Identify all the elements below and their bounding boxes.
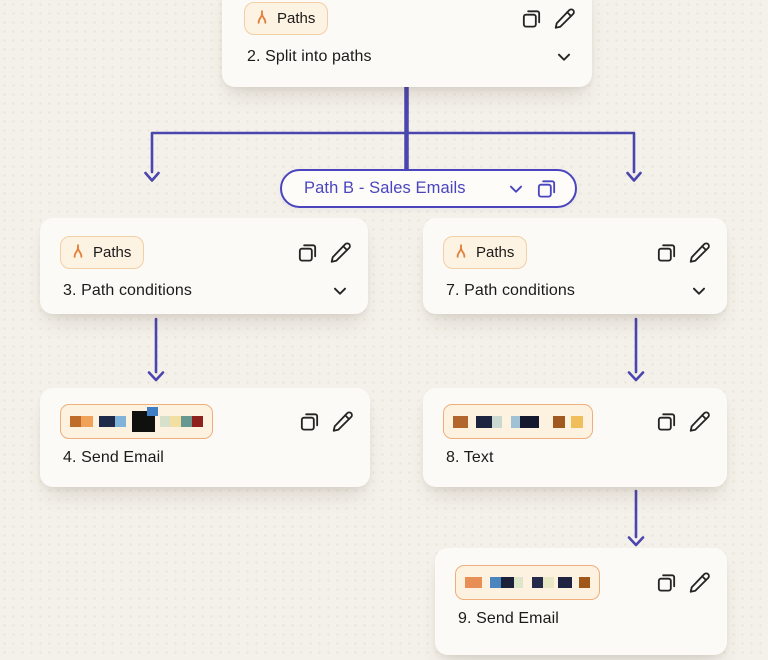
arrowhead-left-branch xyxy=(144,171,160,182)
paths-badge: Paths xyxy=(244,2,329,35)
copy-node-button[interactable] xyxy=(297,410,321,434)
edit-node-button[interactable] xyxy=(330,410,354,434)
node-title: 3. Path conditions xyxy=(63,282,192,299)
collapse-node-button[interactable] xyxy=(552,45,576,69)
pencil-icon xyxy=(688,241,711,264)
text-thumbnail-badge xyxy=(443,404,593,439)
paths-badge: Paths xyxy=(443,236,528,269)
pencil-icon xyxy=(688,571,711,594)
chevron-down-icon xyxy=(329,280,351,302)
paths-split-icon xyxy=(254,9,270,29)
node-title: 8. Text xyxy=(446,449,494,466)
copy-node-button[interactable] xyxy=(654,410,678,434)
edit-node-button[interactable] xyxy=(552,7,576,31)
flow-node-path-conditions-7[interactable]: Paths 7. Path conditions xyxy=(423,218,727,314)
pencil-icon xyxy=(331,410,354,433)
email-thumbnail-badge xyxy=(60,404,213,439)
flow-node-path-conditions-3[interactable]: Paths 3. Path conditions xyxy=(40,218,368,314)
copy-icon xyxy=(298,410,321,433)
copy-icon xyxy=(296,241,319,264)
arrowhead-right-branch xyxy=(626,171,642,182)
copy-node-button[interactable] xyxy=(654,241,678,265)
path-label: Path B - Sales Emails xyxy=(304,179,466,197)
copy-node-button[interactable] xyxy=(654,571,678,595)
email-thumbnail-badge xyxy=(455,565,600,600)
badge-label: Paths xyxy=(277,10,316,27)
collapse-node-button[interactable] xyxy=(328,279,352,303)
flow-node-split-into-paths[interactable]: Paths 2. Split into paths xyxy=(222,0,592,87)
chevron-down-icon xyxy=(688,280,710,302)
copy-icon xyxy=(520,7,543,30)
badge-label: Paths xyxy=(476,244,515,261)
badge-label: Paths xyxy=(93,244,132,261)
collapse-node-button[interactable] xyxy=(687,279,711,303)
path-label-pill[interactable]: Path B - Sales Emails xyxy=(280,169,577,208)
copy-node-button[interactable] xyxy=(295,241,319,265)
arrowhead-3-to-4 xyxy=(147,371,165,382)
copy-node-button[interactable] xyxy=(519,7,543,31)
chevron-down-icon xyxy=(553,46,575,68)
flow-node-send-email-4[interactable]: 4. Send Email xyxy=(40,388,370,487)
flow-node-text-8[interactable]: 8. Text xyxy=(423,388,727,487)
edit-node-button[interactable] xyxy=(328,241,352,265)
copy-icon xyxy=(535,177,558,200)
pencil-icon xyxy=(688,410,711,433)
edit-node-button[interactable] xyxy=(687,241,711,265)
chevron-down-icon xyxy=(505,178,527,200)
path-copy-button[interactable] xyxy=(535,178,557,200)
paths-split-icon xyxy=(453,243,469,263)
paths-badge: Paths xyxy=(60,236,145,269)
copy-icon xyxy=(655,241,678,264)
pencil-icon xyxy=(553,7,576,30)
node-title: 2. Split into paths xyxy=(247,48,372,65)
node-title: 9. Send Email xyxy=(458,610,559,627)
copy-icon xyxy=(655,571,678,594)
arrowhead-7-to-8 xyxy=(627,371,645,382)
pencil-icon xyxy=(329,241,352,264)
edit-node-button[interactable] xyxy=(687,571,711,595)
connector-branch xyxy=(150,131,636,174)
edit-node-button[interactable] xyxy=(687,410,711,434)
copy-icon xyxy=(655,410,678,433)
paths-split-icon xyxy=(70,243,86,263)
arrowhead-8-to-9 xyxy=(627,536,645,547)
node-title: 7. Path conditions xyxy=(446,282,575,299)
flow-node-send-email-9[interactable]: 9. Send Email xyxy=(435,548,727,655)
node-title: 4. Send Email xyxy=(63,449,164,466)
path-dropdown-button[interactable] xyxy=(505,178,527,200)
